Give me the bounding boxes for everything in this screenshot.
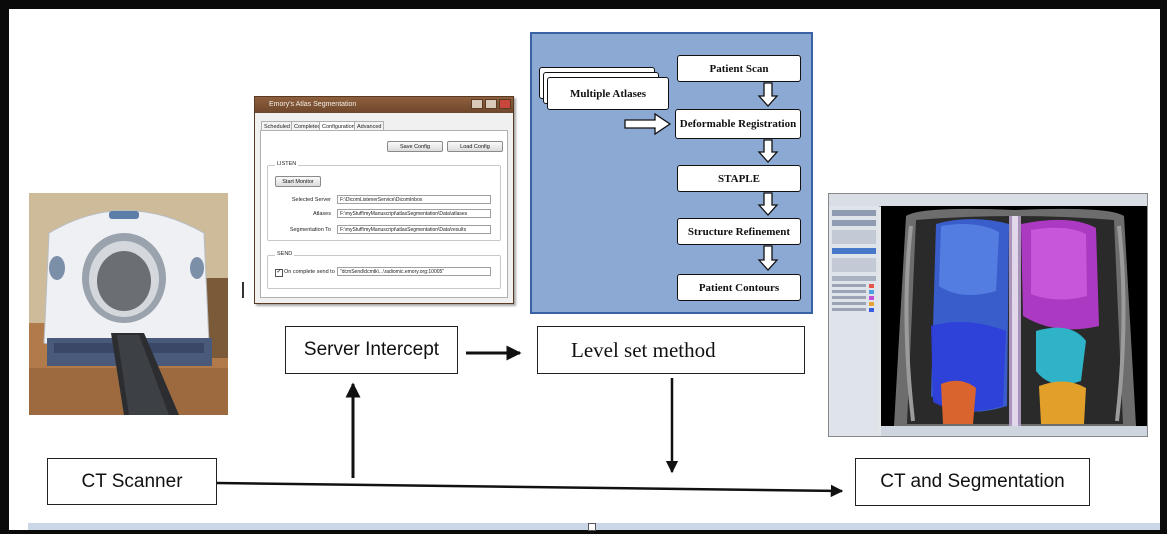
level-set-node: Level set method — [537, 326, 805, 374]
segmentation-viewer — [828, 193, 1148, 437]
field-label: Selected Server — [291, 197, 331, 203]
window-title: Emory's Atlas Segmentation — [255, 97, 513, 113]
viewer-sidebar — [829, 206, 879, 436]
flow-arrow-down-2 — [757, 139, 779, 163]
separator-mark — [242, 282, 244, 298]
flow-arrows — [624, 82, 779, 271]
flow-step-staple: STAPLE — [677, 165, 801, 192]
ct-scanner-node: CT Scanner — [47, 458, 217, 505]
flow-arrow-down-3 — [757, 192, 779, 216]
selected-server-field[interactable]: F:\DicomListenerService\DicomInbox — [337, 195, 491, 204]
flow-step-structure-refinement: Structure Refinement — [677, 218, 801, 245]
field-label: Atlases — [312, 211, 331, 217]
save-config-button[interactable]: Save Config — [387, 141, 443, 152]
viewer-statusbar — [881, 426, 1147, 436]
flow-step-deformable-registration: Deformable Registration — [675, 109, 801, 139]
close-icon[interactable] — [499, 99, 511, 109]
load-config-button[interactable]: Load Config — [447, 141, 503, 152]
send-checkbox[interactable]: ✓ — [275, 269, 283, 277]
atlas-card-front: Multiple Atlases — [547, 77, 669, 110]
window-controls — [471, 99, 511, 109]
send-group-label: SEND — [275, 251, 295, 257]
arrow-scanner-to-result — [216, 481, 844, 498]
maximize-icon[interactable] — [485, 99, 497, 109]
minimize-icon[interactable] — [471, 99, 483, 109]
flow-arrow-right-atlases — [624, 112, 672, 136]
ct-image — [881, 206, 1147, 428]
bottom-scroll-handle — [588, 523, 596, 531]
atlases-field[interactable]: F:\myStuff\myManuscript\atlasSegmentatio… — [337, 209, 491, 218]
flow-step-patient-contours: Patient Contours — [677, 274, 801, 301]
field-label: Segmentation To — [289, 227, 331, 233]
listen-group — [267, 165, 501, 241]
segmentation-to-field[interactable]: F:\myStuff\myManuscript\atlasSegmentatio… — [337, 225, 491, 234]
send-target-field[interactable]: "dcmSend\dcmtk\...\radiomic.emory.org:10… — [337, 267, 491, 276]
flow-arrow-down-1 — [757, 82, 779, 107]
flow-step-patient-scan: Patient Scan — [677, 55, 801, 82]
server-intercept-node: Server Intercept — [285, 326, 458, 374]
software-window: Emory's Atlas Segmentation Scheduled Com… — [254, 96, 514, 304]
ct-segmentation-node: CT and Segmentation — [855, 458, 1090, 506]
send-group — [267, 255, 501, 289]
start-monitor-button[interactable]: Start Monitor — [275, 176, 321, 187]
send-checkbox-label: On complete send to — [284, 269, 335, 275]
flow-arrow-down-4 — [757, 245, 779, 271]
listen-group-label: LISTEN — [275, 161, 299, 167]
ct-scanner-photo — [29, 193, 228, 415]
